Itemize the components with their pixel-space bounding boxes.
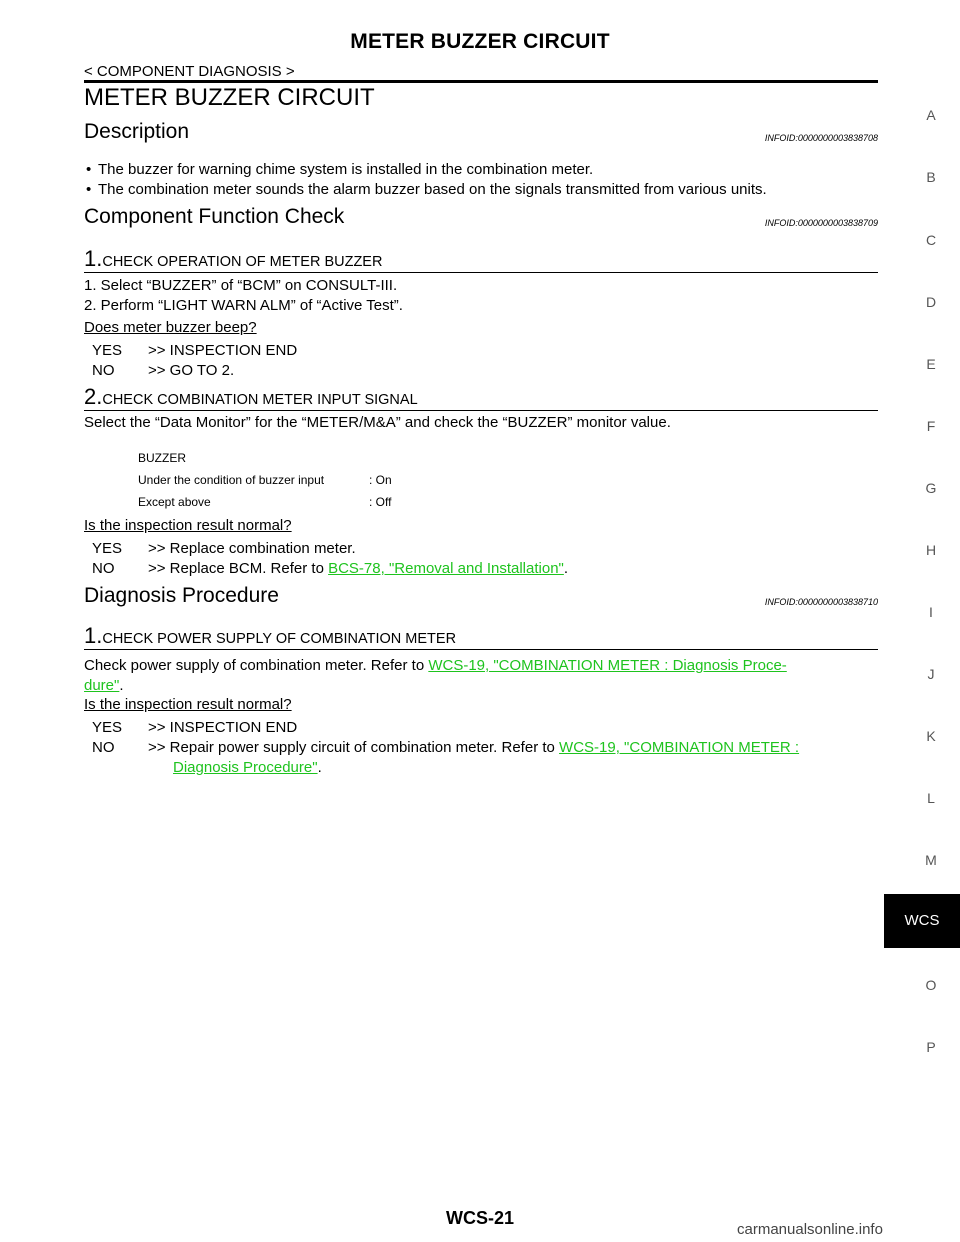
no-text: >> Replace BCM. Refer to bbox=[148, 560, 329, 577]
description-bullet: The combination meter sounds the alarm b… bbox=[84, 180, 884, 200]
yes-label: YES bbox=[92, 540, 123, 557]
running-header-title: METER BUZZER CIRCUIT bbox=[350, 30, 610, 53]
yes-label: YES bbox=[92, 719, 123, 736]
side-index-m[interactable]: M bbox=[925, 852, 937, 868]
step-1-answers: YES >> INSPECTION END NO >> GO TO 2. bbox=[92, 341, 297, 381]
yes-text: >> INSPECTION END bbox=[148, 342, 298, 359]
step-1-question: Does meter buzzer beep? bbox=[84, 319, 257, 336]
side-index-o[interactable]: O bbox=[925, 977, 937, 993]
diag-step-1-instruction: Check power supply of combination meter.… bbox=[84, 656, 878, 696]
watermark: carmanualsonline.info bbox=[737, 1221, 883, 1238]
no-text: >> GO TO 2. bbox=[148, 362, 235, 379]
diag-step-1-header: 1.CHECK POWER SUPPLY OF COMBINATION METE… bbox=[84, 623, 878, 650]
side-index-d[interactable]: D bbox=[925, 294, 937, 310]
instruction-line: 1. Select “BUZZER” of “BCM” on CONSULT-I… bbox=[84, 277, 398, 294]
side-index-tab-wcs[interactable]: WCS bbox=[884, 894, 960, 948]
side-index-p[interactable]: P bbox=[926, 1039, 936, 1055]
side-index-l[interactable]: L bbox=[927, 790, 935, 806]
wcs-19-repair-link[interactable]: WCS-19, "COMBINATION METER : bbox=[559, 739, 800, 756]
side-index-c[interactable]: C bbox=[925, 232, 937, 248]
diag-step-1-answers: YES >> INSPECTION END NO >> Repair power s… bbox=[92, 718, 878, 778]
step-number: 1. bbox=[84, 623, 103, 648]
wcs-19-repair-link-continued[interactable]: Diagnosis Procedure" bbox=[173, 759, 318, 776]
step-title: CHECK POWER SUPPLY OF COMBINATION METER bbox=[102, 631, 457, 647]
diag-step-1-question: Is the inspection result normal? bbox=[84, 696, 292, 713]
table-row: Except above : Off bbox=[138, 491, 392, 513]
table-row: Under the condition of buzzer input : On bbox=[138, 469, 392, 491]
no-label: NO bbox=[92, 362, 115, 379]
side-index-e[interactable]: E bbox=[926, 356, 936, 372]
punctuation: . bbox=[119, 677, 124, 694]
yes-label: YES bbox=[92, 342, 123, 359]
punctuation: . bbox=[563, 560, 569, 577]
wcs-19-link-continued[interactable]: dure" bbox=[84, 677, 120, 694]
side-index-g[interactable]: G bbox=[925, 480, 937, 496]
description-bullets: The buzzer for warning chime system is i… bbox=[84, 160, 884, 200]
breadcrumb: < COMPONENT DIAGNOSIS > bbox=[84, 63, 295, 80]
step-1-header: 1.CHECK OPERATION OF METER BUZZER bbox=[84, 246, 878, 273]
instruction-text: Check power supply of combination meter.… bbox=[84, 657, 429, 674]
side-index-k[interactable]: K bbox=[926, 728, 936, 744]
side-index-j[interactable]: J bbox=[927, 666, 935, 682]
step-1-instructions: 1. Select “BUZZER” of “BCM” on CONSULT-I… bbox=[84, 276, 403, 316]
step-2-question: Is the inspection result normal? bbox=[84, 517, 292, 534]
instruction-line: 2. Perform “LIGHT WARN ALM” of “Active T… bbox=[84, 297, 403, 314]
step-number: 1. bbox=[84, 246, 103, 271]
table-cell-value: : On bbox=[369, 473, 392, 487]
component-check-heading: Component Function Check bbox=[84, 205, 345, 228]
no-label: NO bbox=[92, 739, 115, 756]
diagnosis-heading: Diagnosis Procedure bbox=[84, 584, 279, 607]
table-header: BUZZER bbox=[138, 451, 186, 465]
side-index-i[interactable]: I bbox=[929, 604, 933, 620]
header-rule bbox=[84, 80, 878, 83]
description-heading: Description bbox=[84, 120, 190, 143]
step-2-answers: YES >> Replace combination meter. NO >> Re… bbox=[92, 539, 568, 579]
no-text: >> Repair power supply circuit of combin… bbox=[148, 739, 560, 756]
table-cell-condition: Under the condition of buzzer input bbox=[138, 473, 325, 487]
step-number: 2. bbox=[84, 384, 103, 409]
table-cell-condition: Except above bbox=[138, 495, 211, 509]
step-title: CHECK COMBINATION METER INPUT SIGNAL bbox=[102, 392, 418, 408]
diagnosis-infoid: INFOID:0000000003838710 bbox=[764, 597, 878, 607]
step-2-header: 2.CHECK COMBINATION METER INPUT SIGNAL bbox=[84, 384, 878, 411]
wcs-19-link[interactable]: WCS-19, "COMBINATION METER : Diagnosis P… bbox=[428, 657, 787, 674]
bcs-78-link[interactable]: BCS-78, "Removal and Installation" bbox=[328, 560, 564, 577]
component-check-infoid: INFOID:0000000003838709 bbox=[764, 218, 878, 228]
side-index-a[interactable]: A bbox=[926, 107, 936, 123]
table-cell-value: : Off bbox=[369, 495, 392, 509]
monitor-value-table: BUZZER Under the condition of buzzer inp… bbox=[138, 447, 392, 513]
punctuation: . bbox=[317, 759, 322, 776]
yes-text: >> Replace combination meter. bbox=[148, 540, 356, 557]
side-index-h[interactable]: H bbox=[925, 542, 937, 558]
step-title: CHECK OPERATION OF METER BUZZER bbox=[102, 254, 383, 270]
side-index-f[interactable]: F bbox=[926, 418, 936, 434]
side-index-b[interactable]: B bbox=[926, 169, 936, 185]
page-number: WCS-21 bbox=[445, 1208, 514, 1228]
yes-text: >> INSPECTION END bbox=[148, 719, 298, 736]
no-label: NO bbox=[92, 560, 115, 577]
page-title: METER BUZZER CIRCUIT bbox=[84, 84, 375, 111]
description-infoid: INFOID:0000000003838708 bbox=[764, 133, 878, 143]
description-bullet: The buzzer for warning chime system is i… bbox=[84, 160, 884, 180]
step-2-instruction: Select the “Data Monitor” for the “METER… bbox=[84, 414, 671, 431]
